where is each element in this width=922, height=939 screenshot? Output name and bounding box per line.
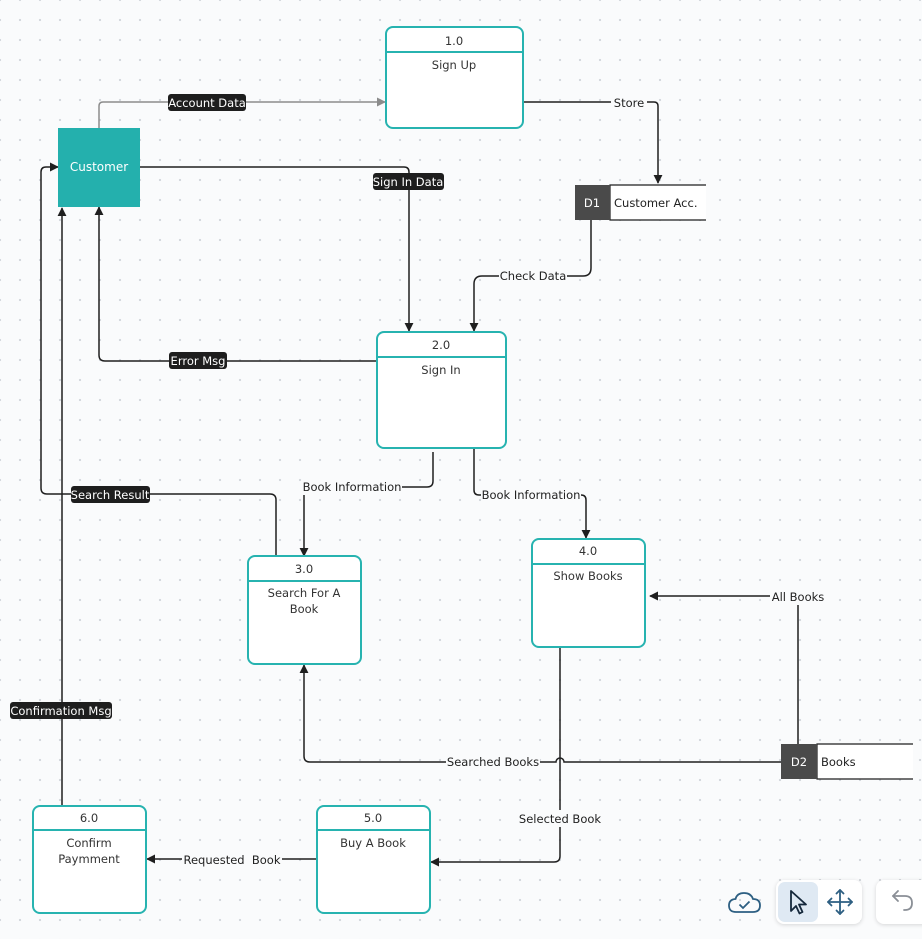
- process-3[interactable]: 3.0 Search For A Book: [247, 555, 362, 665]
- process-6[interactable]: 6.0 Confirm Paymment: [32, 805, 147, 914]
- label-searched-books[interactable]: Searched Books: [446, 753, 540, 770]
- cloud-check-icon[interactable]: [726, 888, 764, 918]
- label-book-information-right[interactable]: Book Information: [481, 486, 581, 503]
- svg-text:Account Data: Account Data: [168, 96, 246, 110]
- label-error-msg[interactable]: Error Msg: [169, 352, 227, 369]
- svg-text:Requested Book: Requested Book: [183, 853, 280, 867]
- data-store-d1[interactable]: D1 Customer Acc.: [575, 184, 706, 221]
- process-2-number: 2.0: [432, 338, 450, 352]
- process-6-number: 6.0: [80, 811, 98, 825]
- label-requested-book[interactable]: Requested Book: [182, 851, 282, 868]
- svg-text:Sign In Data: Sign In Data: [373, 175, 444, 189]
- process-1-name: Sign Up: [432, 58, 476, 72]
- svg-text:All Books: All Books: [772, 590, 825, 604]
- svg-text:Store: Store: [614, 96, 644, 110]
- data-store-d2-id: D2: [791, 755, 807, 769]
- label-store[interactable]: Store: [611, 94, 647, 111]
- process-5-number: 5.0: [364, 811, 382, 825]
- flow-search-result[interactable]: [40, 162, 277, 556]
- data-store-d1-name: Customer Acc.: [614, 196, 697, 210]
- flow-book-information-left[interactable]: [299, 452, 434, 557]
- label-account-data[interactable]: Account Data: [168, 94, 246, 111]
- process-5-name: Buy A Book: [340, 836, 406, 850]
- label-sign-in-data[interactable]: Sign In Data: [373, 173, 444, 190]
- customer-entity-label: Customer: [70, 160, 128, 174]
- data-store-d2[interactable]: D2 Books: [781, 743, 913, 780]
- undo-icon[interactable]: [882, 882, 922, 922]
- process-2-name: Sign In: [421, 363, 460, 377]
- svg-text:Search Result: Search Result: [71, 488, 150, 502]
- process-6-name-line-1: Confirm: [66, 836, 111, 850]
- svg-text:Searched Books: Searched Books: [447, 755, 539, 769]
- flow-selected-book[interactable]: [430, 647, 561, 867]
- data-store-d2-name: Books: [821, 755, 856, 769]
- flow-sign-in-data[interactable]: [140, 166, 414, 332]
- svg-text:Check Data: Check Data: [500, 269, 567, 283]
- flow-all-books[interactable]: [649, 591, 799, 744]
- process-5[interactable]: 5.0 Buy A Book: [316, 805, 431, 914]
- svg-text:Book Information: Book Information: [303, 480, 402, 494]
- flow-account-data[interactable]: [98, 97, 386, 128]
- flow-store[interactable]: [523, 101, 663, 184]
- move-arrows-icon[interactable]: [820, 882, 860, 922]
- svg-text:Selected Book: Selected Book: [519, 812, 601, 826]
- process-4[interactable]: 4.0 Show Books: [531, 538, 646, 648]
- flow-searched-books[interactable]: [299, 664, 781, 763]
- flow-error-msg[interactable]: [94, 206, 377, 362]
- process-2[interactable]: 2.0 Sign In: [376, 331, 507, 449]
- data-store-d1-id: D1: [584, 196, 600, 210]
- label-selected-book[interactable]: Selected Book: [518, 810, 602, 827]
- process-3-name-line-2: Book: [290, 602, 319, 616]
- svg-text:Confirmation Msg: Confirmation Msg: [10, 704, 111, 718]
- label-search-result[interactable]: Search Result: [71, 486, 150, 503]
- pointer-icon[interactable]: [778, 882, 818, 922]
- tool-group: [776, 880, 862, 924]
- svg-text:Book Information: Book Information: [482, 488, 581, 502]
- process-3-name-line-1: Search For A: [268, 586, 341, 600]
- process-4-number: 4.0: [579, 544, 597, 558]
- svg-text:Error Msg: Error Msg: [171, 354, 226, 368]
- label-check-data[interactable]: Check Data: [499, 267, 567, 284]
- process-1-number: 1.0: [445, 34, 463, 48]
- label-book-information-left[interactable]: Book Information: [302, 478, 402, 495]
- label-confirmation-msg[interactable]: Confirmation Msg: [10, 702, 112, 719]
- process-6-name-line-2: Paymment: [58, 852, 120, 866]
- process-4-name: Show Books: [553, 569, 622, 583]
- label-all-books[interactable]: All Books: [770, 588, 826, 605]
- process-1[interactable]: 1.0 Sign Up: [385, 26, 524, 129]
- undo-group: [876, 880, 922, 924]
- customer-entity[interactable]: Customer: [58, 128, 140, 207]
- process-3-number: 3.0: [295, 562, 313, 576]
